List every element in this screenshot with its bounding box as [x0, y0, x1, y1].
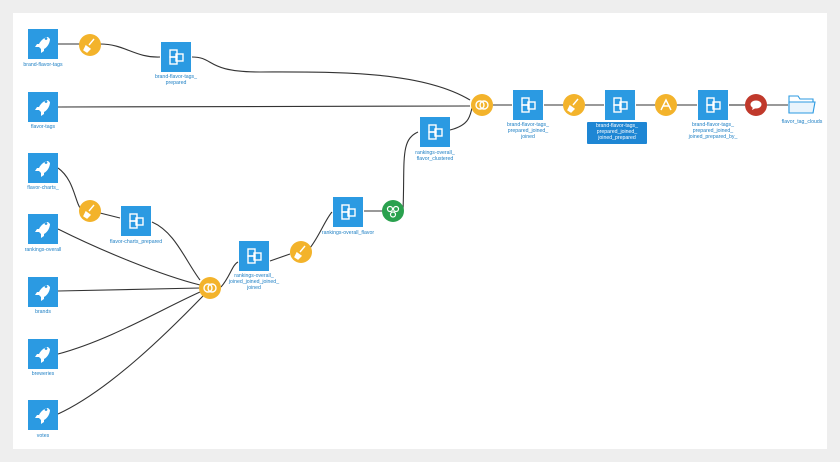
rocket-icon [35, 37, 50, 53]
rocket-icon [35, 100, 50, 116]
dataset-label: flavor-tags [30, 124, 56, 130]
join-icon [475, 100, 489, 110]
dataset-rankings-joined[interactable] [239, 241, 269, 271]
folder-flavor-tag-clouds[interactable] [787, 92, 817, 116]
dataset-label: rankings-overall [24, 247, 62, 253]
broom-icon [294, 245, 306, 260]
broom-icon [83, 204, 95, 219]
cube-icon [169, 49, 184, 65]
dataset-brand-flavor-tags-prepared[interactable] [161, 42, 191, 72]
recipe-prepare[interactable] [79, 34, 101, 56]
rocket-icon [35, 285, 50, 301]
recipe-prepare[interactable] [563, 94, 585, 116]
cluster-icon [386, 205, 400, 218]
dataset-label: brands [35, 309, 51, 315]
cube-icon [613, 97, 628, 113]
dataset-label: rankings-overall_flavor [321, 230, 375, 236]
dataset-label: brand-flavor-tags_ prepared_joined_ join… [688, 122, 738, 141]
folder-icon [788, 95, 816, 114]
cube-icon [129, 213, 144, 229]
dataset-brand-tags-joined-prepared[interactable] [605, 90, 635, 120]
broom-icon [83, 38, 95, 53]
recipe-export[interactable] [745, 94, 767, 116]
dataset-flavor-tags[interactable] [28, 92, 58, 122]
broom-icon [567, 98, 579, 113]
dataset-label: brand-flavor-tags_ prepared_joined_ join… [506, 122, 550, 141]
recipe-group[interactable] [655, 94, 677, 116]
cube-icon [706, 97, 721, 113]
group-icon [660, 98, 672, 111]
dataset-brand-tags-joined[interactable] [513, 90, 543, 120]
rocket-icon [35, 222, 50, 238]
cube-icon [428, 124, 443, 140]
dataset-votes[interactable] [28, 400, 58, 430]
dataset-rankings-clustered[interactable] [420, 117, 450, 147]
dataset-label: votes [36, 433, 50, 439]
dataset-label: rankings-overall_ joined_joined_joined_ … [228, 273, 280, 292]
dataset-brands[interactable] [28, 277, 58, 307]
dataset-breweries[interactable] [28, 339, 58, 369]
recipe-prepare[interactable] [79, 200, 101, 222]
dataset-flavor-charts[interactable] [28, 153, 58, 183]
recipe-cluster[interactable] [382, 200, 404, 222]
dataset-label: flavor-charts_ [27, 185, 59, 191]
recipe-join[interactable] [199, 277, 221, 299]
cube-icon [521, 97, 536, 113]
cube-icon [341, 204, 356, 220]
dataset-label: flavor_tag_clouds [781, 119, 823, 125]
cube-icon [247, 248, 262, 264]
dataset-label: brand-flavor-tags_ prepared [154, 74, 198, 87]
dataset-brand-tags-final[interactable] [698, 90, 728, 120]
dataset-rankings-overall[interactable] [28, 214, 58, 244]
recipe-prepare[interactable] [290, 241, 312, 263]
dataset-brand-flavor-tags[interactable] [28, 29, 58, 59]
rocket-icon [35, 408, 50, 424]
dataset-rankings-overall-flavor[interactable] [333, 197, 363, 227]
dataset-label: flavor-charts_prepared [109, 239, 163, 245]
dataset-label: brand-flavor-tags [23, 62, 63, 68]
dataset-flavor-charts-prepared[interactable] [121, 206, 151, 236]
rocket-icon [35, 347, 50, 363]
rocket-icon [35, 161, 50, 177]
recipe-join[interactable] [471, 94, 493, 116]
dataset-label-selected: brand-flavor-tags_ prepared_joined_ join… [587, 122, 647, 144]
dataset-label: breweries [31, 371, 55, 377]
join-icon [203, 283, 217, 293]
chat-icon [750, 100, 762, 110]
dataset-label: rankings-overall_ flavor_clustered [415, 150, 455, 163]
